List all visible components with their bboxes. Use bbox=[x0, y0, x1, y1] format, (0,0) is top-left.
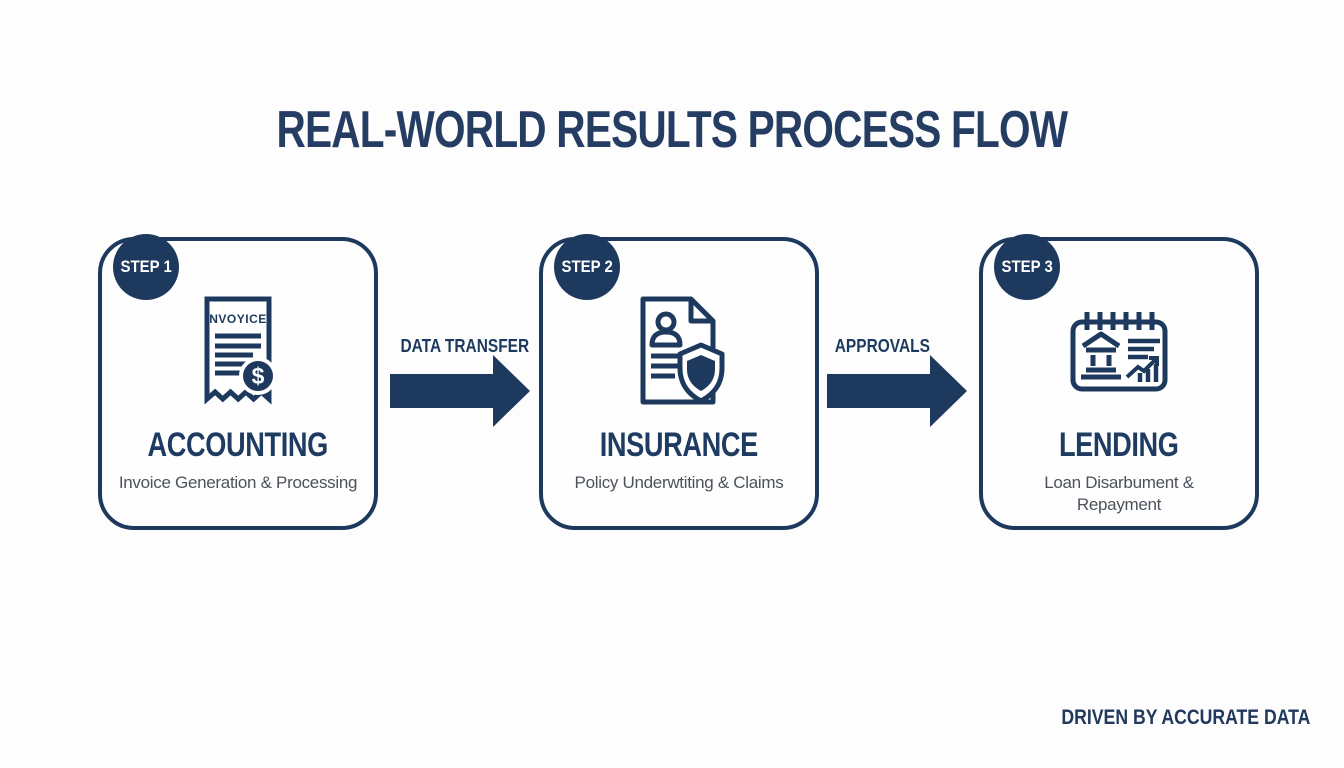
dollar-sign: $ bbox=[252, 363, 265, 389]
connector-approvals: APPROVALS bbox=[827, 336, 967, 427]
step1-subtitle: Invoice Generation & Processing bbox=[118, 473, 358, 492]
invoice-receipt-icon: NVOYICE $ bbox=[199, 291, 277, 413]
policy-document-shield-icon bbox=[629, 291, 729, 413]
growth-chart-icon bbox=[1125, 338, 1160, 382]
step1-badge-label: STEP 1 bbox=[120, 257, 172, 276]
dollar-circle-icon bbox=[239, 357, 277, 395]
connector2-label: APPROVALS bbox=[834, 336, 930, 356]
step2-subtitle: Policy Underwtiting & Claims bbox=[574, 473, 784, 492]
step3-badge-label: STEP 3 bbox=[1001, 257, 1053, 276]
invoice-label-text: NVOYICE bbox=[209, 312, 267, 326]
step2-badge-label: STEP 2 bbox=[561, 257, 613, 276]
step3-heading: LENDING bbox=[1059, 426, 1179, 464]
step1-badge: STEP 1 bbox=[113, 234, 179, 300]
step-box-accounting: STEP 1 NVOYICE $ ACCOUNTING Invoice Gene… bbox=[98, 234, 378, 530]
step1-heading: ACCOUNTING bbox=[147, 426, 329, 464]
calendar-bank-growth-icon bbox=[1067, 291, 1171, 413]
right-arrow-icon bbox=[827, 355, 967, 427]
page-title-text: REAL-WORLD RESULTS PROCESS FLOW bbox=[276, 101, 1069, 159]
connector1-label: DATA TRANSFER bbox=[400, 336, 530, 356]
step3-badge: STEP 3 bbox=[994, 234, 1060, 300]
step-box-lending: STEP 3 LENDING Loan D bbox=[979, 234, 1259, 530]
step-box-insurance: STEP 2 INSURANCE Policy Underwtiting & C… bbox=[539, 234, 819, 530]
step3-subtitle: Loan Disarbument & Repayment bbox=[1044, 473, 1194, 514]
page-title: REAL-WORLD RESULTS PROCESS FLOW bbox=[0, 100, 1344, 160]
bank-icon bbox=[1081, 331, 1121, 380]
connector-data-transfer: DATA TRANSFER bbox=[390, 336, 530, 427]
footer-tagline: DRIVEN BY ACCURATE DATA bbox=[1061, 706, 1310, 729]
policy-document-shield-icon-svg bbox=[640, 296, 725, 405]
calendar-bank-growth-icon-svg bbox=[1070, 312, 1168, 392]
right-arrow-icon bbox=[390, 355, 530, 427]
step2-badge: STEP 2 bbox=[554, 234, 620, 300]
step2-heading: INSURANCE bbox=[599, 426, 759, 464]
invoice-receipt-icon-svg: NVOYICE $ bbox=[204, 296, 277, 405]
